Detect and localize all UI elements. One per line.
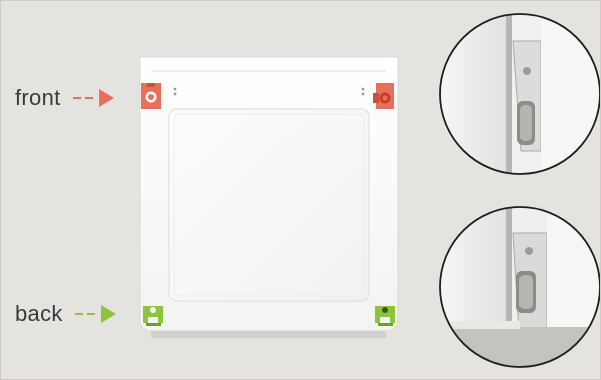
front-bracket-right-icon bbox=[373, 83, 394, 109]
front-bracket-left-icon bbox=[141, 83, 161, 109]
appliance-panel bbox=[140, 57, 398, 338]
back-bracket-left-icon bbox=[143, 306, 163, 326]
back-bracket-right-icon bbox=[375, 306, 395, 326]
